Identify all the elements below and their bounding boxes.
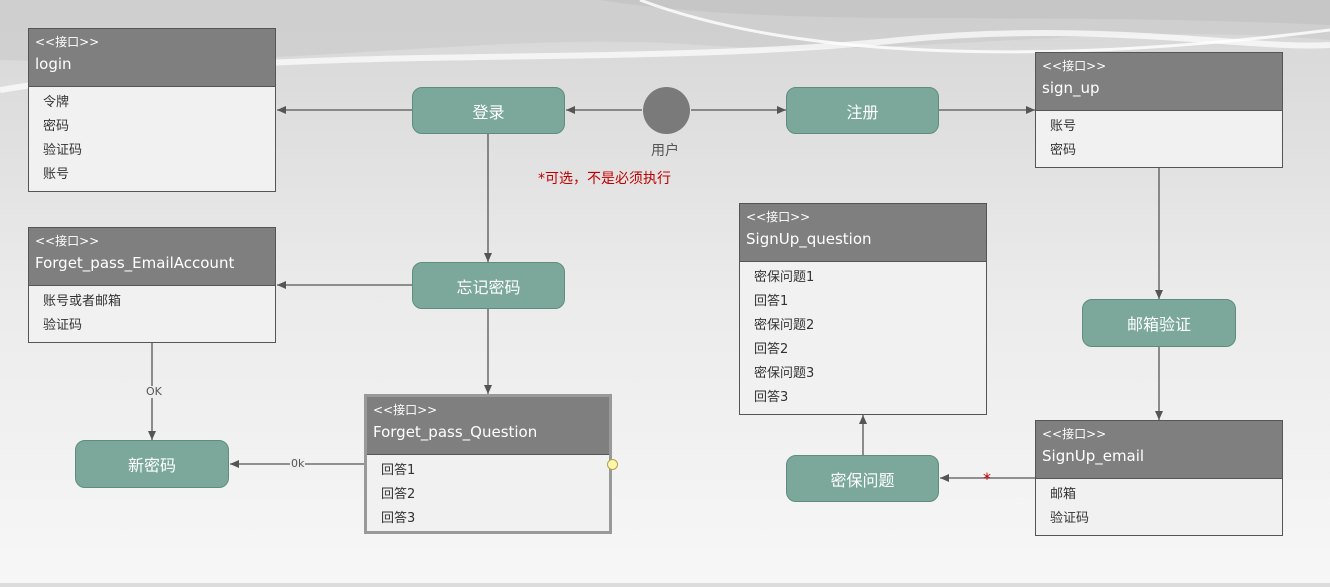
interface-name: Forget_pass_Question (373, 423, 538, 441)
interface-sign-up[interactable]: <<接口>> sign_up 账号 密码 (1035, 52, 1283, 168)
node-email-verify[interactable]: 邮箱验证 (1082, 299, 1236, 347)
interface-field: 密保问题2 (754, 318, 815, 333)
interface-forget-pass-question[interactable]: <<接口>> Forget_pass_Question 回答1 回答2 回答3 (364, 394, 612, 534)
interface-field: 回答2 (754, 342, 789, 357)
interface-field: 回答3 (381, 511, 416, 526)
interface-field: 密保问题3 (754, 366, 815, 381)
interface-name: login (35, 55, 72, 73)
interface-field: 密保问题1 (754, 270, 815, 285)
interface-stereotype: <<接口>> (746, 210, 811, 224)
interface-field: 回答1 (754, 294, 789, 309)
optional-note: *可选，不是必须执行 (538, 171, 671, 187)
bottom-scroll-strip (0, 583, 1330, 587)
interface-header: <<接口>> Forget_pass_Question (367, 397, 609, 455)
interface-stereotype: <<接口>> (1042, 427, 1107, 441)
interface-header: <<接口>> Forget_pass_EmailAccount (29, 228, 275, 286)
node-forget-password[interactable]: 忘记密码 (412, 262, 565, 309)
interface-field: 回答3 (754, 390, 789, 405)
interface-name: SignUp_question (746, 230, 872, 248)
interface-header: <<接口>> SignUp_email (1036, 421, 1282, 479)
interface-field: 账号 (1050, 119, 1077, 134)
node-new-password[interactable]: 新密码 (75, 440, 229, 488)
background-wave-2 (600, 0, 1330, 25)
interface-stereotype: <<接口>> (1042, 59, 1107, 73)
edge-label-ok-upper: OK (145, 385, 163, 398)
interface-stereotype: <<接口>> (35, 35, 100, 49)
interface-field: 账号或者邮箱 (43, 294, 122, 309)
background-wave-4 (639, 0, 1330, 54)
interface-forget-pass-email-account[interactable]: <<接口>> Forget_pass_EmailAccount 账号或者邮箱 验… (28, 227, 276, 343)
edge-label-ok-lower: 0k (290, 457, 306, 470)
interface-field: 密码 (1050, 143, 1077, 158)
interface-fields: 回答1 回答2 回答3 (367, 455, 609, 531)
interface-header: <<接口>> login (29, 29, 275, 87)
interface-name: Forget_pass_EmailAccount (35, 254, 235, 272)
interface-signup-question[interactable]: <<接口>> SignUp_question 密保问题1 回答1 密保问题2 回… (739, 203, 987, 415)
interface-fields: 密保问题1 回答1 密保问题2 回答2 密保问题3 回答3 (740, 262, 986, 410)
interface-field: 验证码 (1050, 511, 1090, 526)
interface-stereotype: <<接口>> (373, 403, 438, 417)
node-register[interactable]: 注册 (786, 87, 939, 134)
interface-field: 回答1 (381, 463, 416, 478)
node-login[interactable]: 登录 (412, 87, 565, 134)
interface-field: 回答2 (381, 487, 416, 502)
interface-fields: 账号或者邮箱 验证码 (29, 286, 275, 338)
interface-signup-email[interactable]: <<接口>> SignUp_email 邮箱 验证码 (1035, 420, 1283, 536)
interface-field: 令牌 (43, 95, 70, 110)
interface-fields: 账号 密码 (1036, 111, 1282, 163)
interface-header: <<接口>> sign_up (1036, 53, 1282, 111)
interface-name: sign_up (1042, 79, 1100, 97)
interface-stereotype: <<接口>> (35, 234, 100, 248)
node-security-question[interactable]: 密保问题 (786, 455, 939, 502)
multiplicity-marker: * (983, 469, 991, 488)
interface-field: 邮箱 (1050, 487, 1077, 502)
interface-login[interactable]: <<接口>> login 令牌 密码 验证码 账号 (28, 28, 276, 192)
interface-header: <<接口>> SignUp_question (740, 204, 986, 262)
interface-field: 密码 (43, 119, 70, 134)
actor-user-circle[interactable] (643, 87, 690, 134)
interface-field: 账号 (43, 167, 70, 182)
interface-fields: 邮箱 验证码 (1036, 479, 1282, 531)
actor-user-label: 用户 (651, 143, 679, 159)
interface-name: SignUp_email (1042, 447, 1145, 465)
interface-fields: 令牌 密码 验证码 账号 (29, 87, 275, 187)
interface-field: 验证码 (43, 143, 83, 158)
interface-field: 验证码 (43, 318, 83, 333)
selection-handle[interactable] (607, 459, 618, 470)
